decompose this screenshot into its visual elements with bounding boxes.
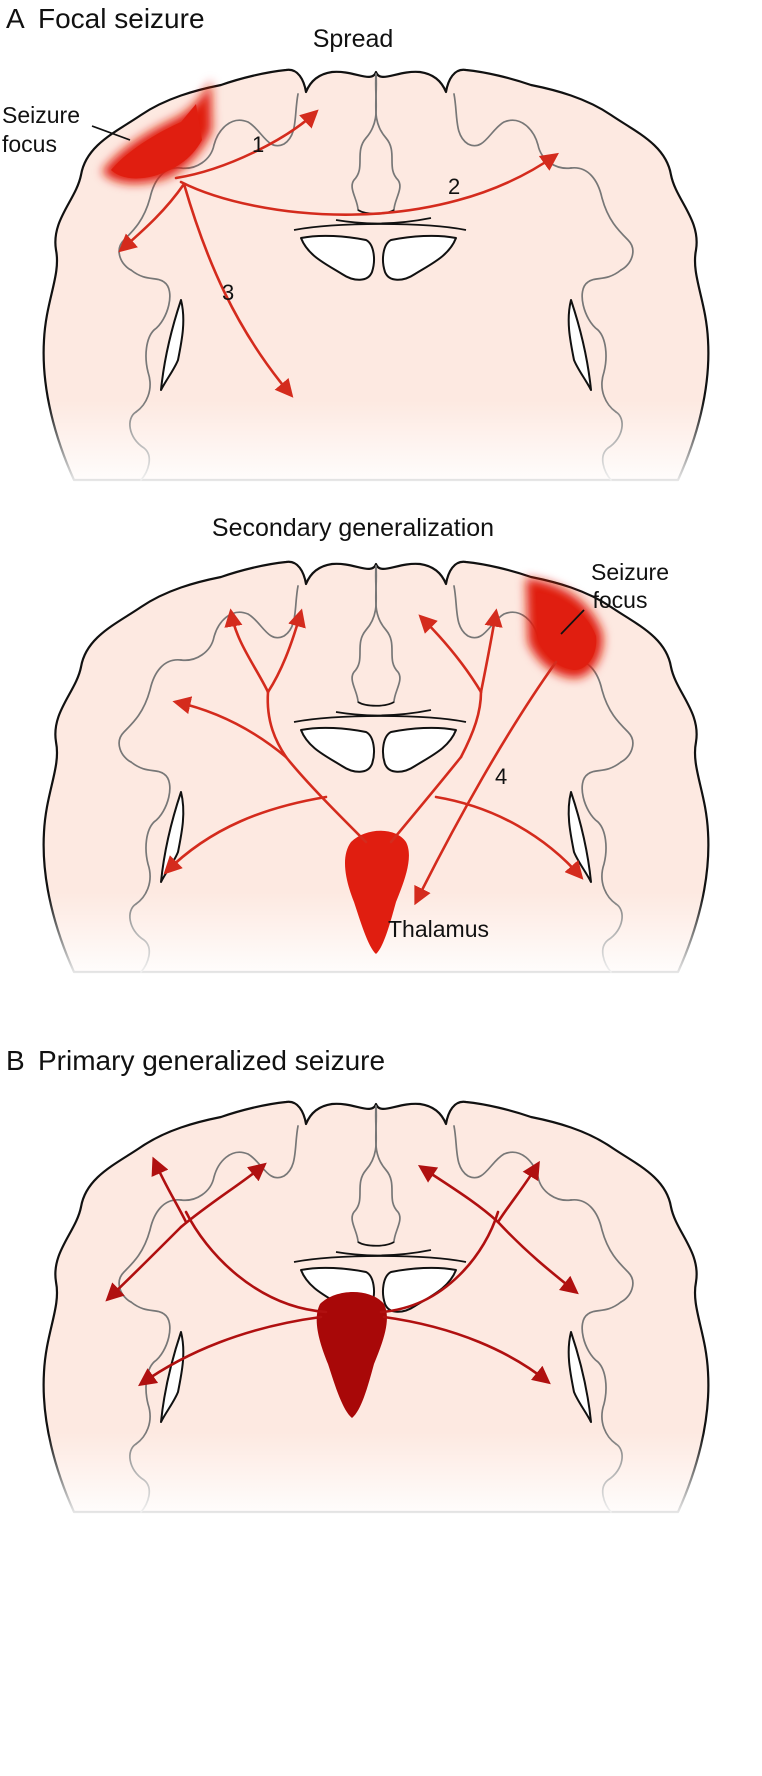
panel-b-letter: B [6, 1045, 25, 1076]
spread-arrow-2 [179, 152, 559, 216]
primary-arrow-right-d [382, 1315, 551, 1385]
secondary-title: Secondary generalization [212, 514, 494, 542]
primary-brain-section [34, 1100, 718, 1524]
panel-b-title: Primary generalized seizure [38, 1045, 385, 1076]
spread-title: Spread [313, 25, 394, 53]
secondary-focus-label-line2: focus [593, 587, 648, 613]
primary-arrow-left-a [151, 1156, 188, 1224]
secondary-arrow-right-top2 [479, 608, 503, 694]
spread-path-number-3: 3 [222, 280, 234, 305]
primary-arrow-right-b [417, 1164, 500, 1224]
spread-brain-section [34, 68, 718, 492]
secondary-arrow-right-top1 [418, 614, 483, 694]
panel-a-title: Focal seizure [38, 3, 205, 34]
primary-arrow-left-d [138, 1315, 323, 1387]
spread-arrow-1 [174, 109, 319, 180]
spread-focus-label-line2: focus [2, 131, 57, 157]
panel-a-letter: A [6, 3, 25, 34]
secondary-arrow-left-mid [172, 696, 288, 759]
secondary-arrow-left-top1 [224, 608, 270, 694]
spread-path-number-2: 2 [448, 174, 460, 199]
secondary-thalamus [344, 830, 409, 954]
spread-path-number-1: 1 [252, 132, 264, 157]
secondary-arrow-4 [414, 660, 558, 906]
secondary-arrow-right-low [434, 795, 584, 880]
primary-arrow-right-a [496, 1160, 540, 1224]
secondary-brain-section [34, 560, 718, 984]
secondary-path-number-4: 4 [495, 764, 507, 789]
spread-arrow-local [118, 182, 186, 253]
primary-arrow-right-c [496, 1220, 579, 1295]
spread-focus-label-line1: Seizure [2, 102, 80, 128]
secondary-arrow-left-low [163, 795, 328, 875]
primary-thalamus [316, 1292, 387, 1418]
primary-arrow-left-c [105, 1225, 183, 1302]
thalamus-label: Thalamus [388, 916, 489, 942]
primary-arrow-left-b [179, 1162, 267, 1229]
spread-arrow-3 [182, 182, 294, 398]
secondary-focus-label-line1: Seizure [591, 559, 669, 585]
secondary-arrow-left-top2 [266, 608, 306, 694]
